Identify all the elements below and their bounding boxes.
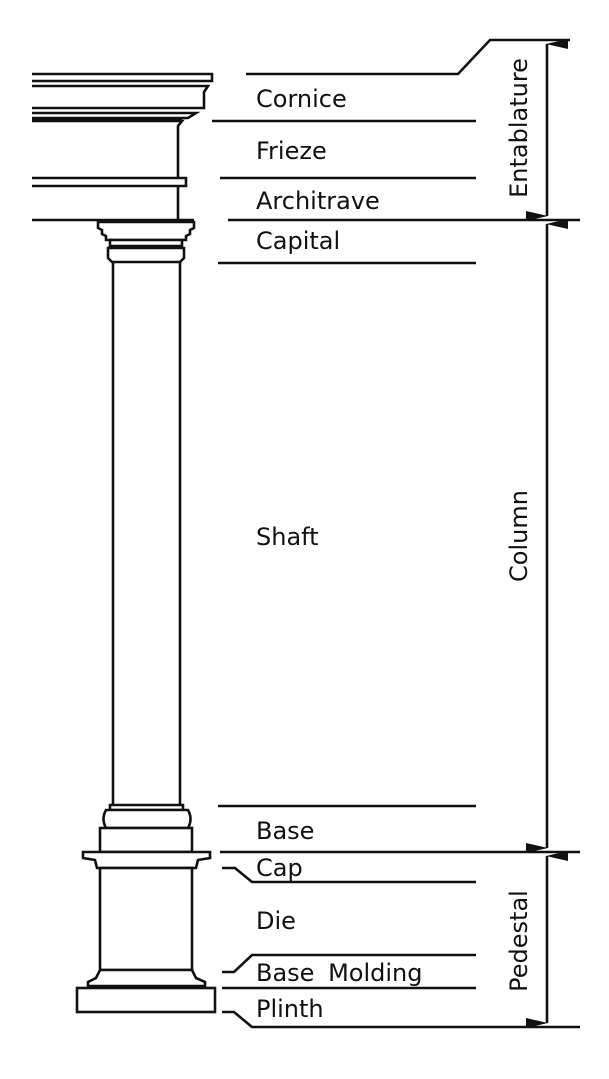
label-die: Die [256,907,296,935]
label-cornice: Cornice [256,85,347,113]
label-cap: Cap [256,854,303,882]
group-label-pedestal: Pedestal [505,890,533,992]
label-base: Base [256,817,314,845]
group-label-entablature: Entablature [505,58,533,198]
label-base-molding: Base Molding [256,959,422,987]
group-label-column: Column [505,490,533,582]
label-shaft: Shaft [256,523,319,551]
label-capital: Capital [256,227,340,255]
pedestal-drawing [75,850,217,1014]
capital-drawing [96,220,196,264]
shaft-drawing [98,262,194,854]
label-architrave: Architrave [256,187,380,215]
label-frieze: Frieze [256,137,327,165]
label-plinth: Plinth [256,995,324,1023]
leader-lines [212,38,580,1029]
entablature-drawing [32,72,214,222]
